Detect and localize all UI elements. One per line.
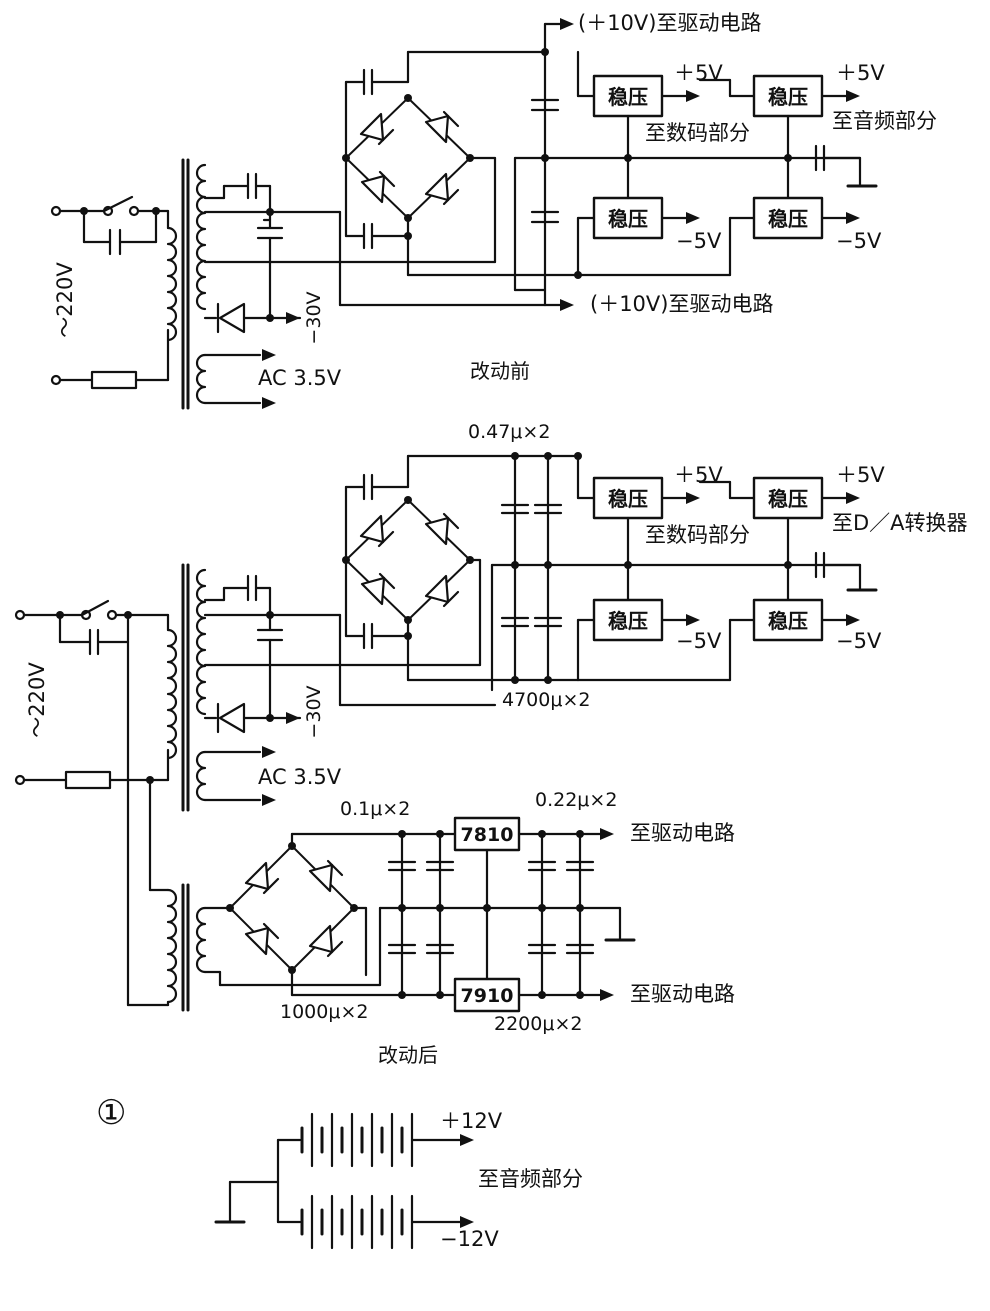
bridge-rectifier-top: [342, 94, 474, 222]
dac-label: 至D／A转换器: [832, 511, 968, 535]
reg-mid-digital-plus: 稳压: [608, 487, 648, 511]
drive-pos-label: 至驱动电路: [630, 821, 735, 845]
reg-top-digital-minus: 稳压: [608, 207, 648, 231]
ac-3v5-label-top: AC 3.5V: [258, 366, 342, 390]
digital-label-mid: 至数码部分: [645, 523, 750, 547]
minus5-mid-1: −5V: [676, 629, 722, 653]
cap-out-big-label: 2200μ×2: [494, 1013, 582, 1035]
reg-top-audio-plus: 稳压: [768, 85, 808, 109]
caption-after: 改动后: [378, 1043, 438, 1067]
circuit-before: ～220V AC 3.5V −30V: [50, 11, 937, 410]
cap-small-label: 0.47μ×2: [468, 421, 550, 443]
circuit-after-main: ～220V AC 3.5V −30V: [14, 421, 968, 1007]
reg-top-digital-plus: 稳压: [608, 85, 648, 109]
digital-label-top: 至数码部分: [645, 121, 750, 145]
transformer-secondary-top: [195, 163, 207, 311]
neg30-label-top: −30V: [303, 291, 325, 344]
caption-before: 改动前: [470, 359, 530, 383]
bridge-rectifier-driver: [226, 842, 358, 974]
plus5-mid-1: ＋5V: [674, 463, 723, 487]
reg-7810: 7810: [461, 824, 514, 846]
cap-big-label: 4700μ×2: [502, 689, 590, 711]
minus5-mid-2: −5V: [836, 629, 882, 653]
ac-3v5-label-mid: AC 3.5V: [258, 765, 342, 789]
minus5-top-1: −5V: [676, 229, 722, 253]
reg-mid-dac-minus: 稳压: [768, 609, 808, 633]
mains-label-top: ～220V: [53, 262, 77, 338]
mains-label-mid: ～220V: [25, 662, 49, 738]
reg-mid-digital-minus: 稳压: [608, 609, 648, 633]
drive-bottom-label: (＋10V)至驱动电路: [590, 292, 773, 316]
battery-pack-negative: [300, 1194, 414, 1250]
cap-in-big-label: 1000μ×2: [280, 1001, 368, 1023]
plus5-top-2: ＋5V: [836, 61, 885, 85]
cap-in-small-label: 0.1μ×2: [340, 798, 410, 820]
minus12-label: −12V: [440, 1227, 499, 1251]
circuit-after-driver: 0.1μ×2 1000μ×2 7810 7910 至驱动电路 至驱动电路 0.2…: [126, 789, 735, 1067]
audio-label-top: 至音频部分: [832, 109, 937, 133]
drive-top-label: (＋10V)至驱动电路: [578, 11, 761, 35]
bridge-rectifier-mid: [342, 496, 474, 624]
battery-supply: ① ＋12V: [96, 1093, 583, 1251]
reg-top-audio-minus: 稳压: [768, 207, 808, 231]
reg-7910: 7910: [461, 985, 514, 1007]
drive-neg-label: 至驱动电路: [630, 982, 735, 1006]
mains-input-top: [50, 195, 170, 390]
cap-out-small-label: 0.22μ×2: [535, 789, 617, 811]
plus5-top-1: ＋5V: [674, 61, 723, 85]
figure-index: ①: [96, 1093, 126, 1133]
plus12-label: ＋12V: [440, 1109, 503, 1133]
transformer-primary-top: [166, 226, 178, 342]
battery-pack-positive: [300, 1112, 414, 1168]
minus5-top-2: −5V: [836, 229, 882, 253]
neg30-label-mid: −30V: [303, 685, 325, 738]
reg-mid-dac-plus: 稳压: [768, 487, 808, 511]
audio-label-battery: 至音频部分: [478, 1167, 583, 1191]
plus5-mid-2: ＋5V: [836, 463, 885, 487]
